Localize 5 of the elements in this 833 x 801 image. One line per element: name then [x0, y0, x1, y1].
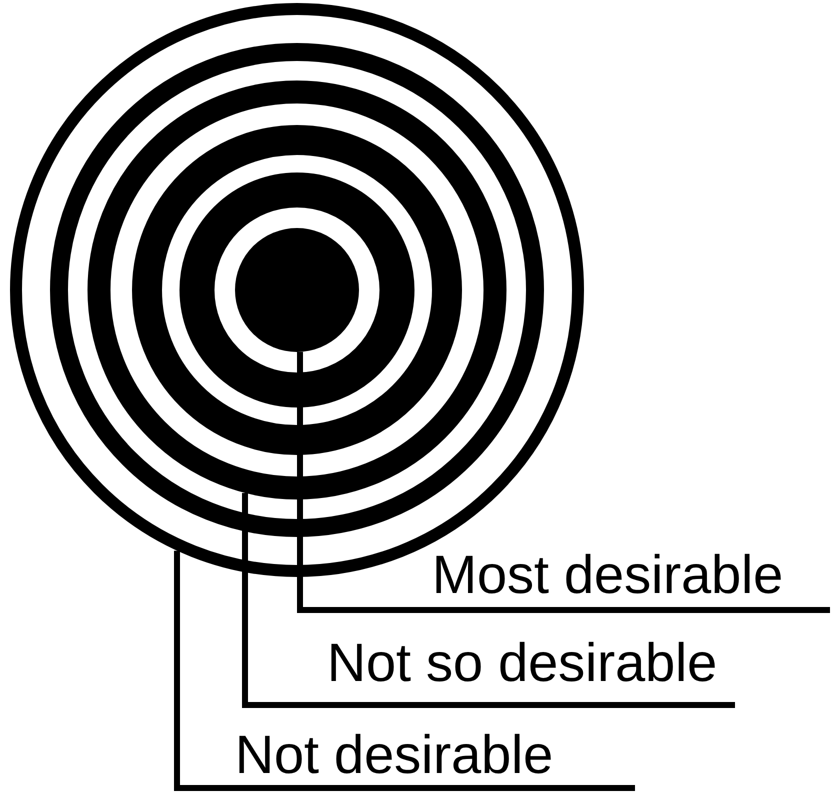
ring: [88, 80, 506, 500]
label-text: Most desirable: [432, 548, 830, 608]
leader-line: [174, 548, 638, 791]
label-text: Not so desirable: [327, 636, 735, 703]
label-text: Not desirable: [235, 728, 635, 786]
